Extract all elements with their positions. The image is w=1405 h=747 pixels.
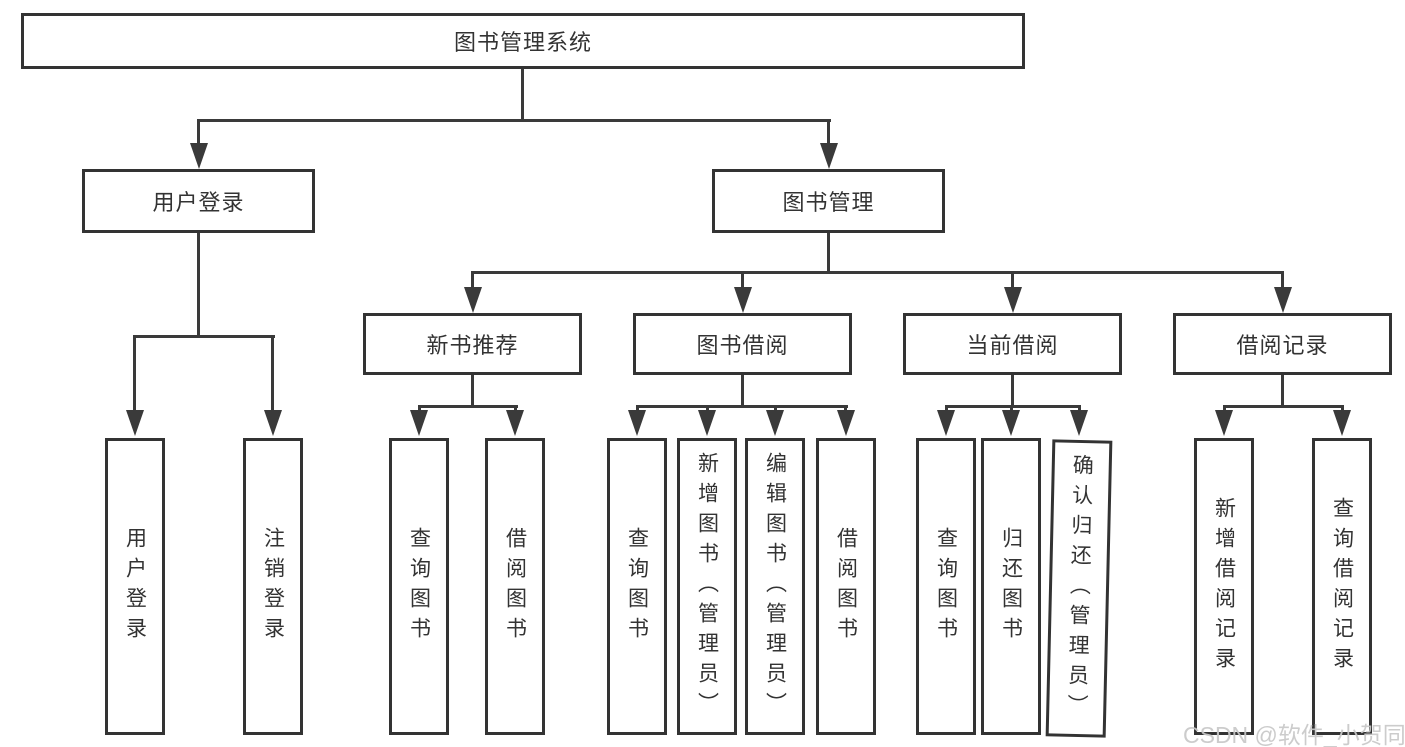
node-label-borrowing-records: 借阅记录 [1236,333,1329,358]
node-label-return-books: 归还图书 [999,526,1023,647]
connector-line [197,119,200,143]
connector-line [271,335,274,410]
connector-line [1010,405,1013,411]
arrow-down-icon [1070,410,1088,436]
node-box-return-books: 归还图书 [981,438,1041,735]
connector-line [471,271,1284,274]
connector-line [741,271,744,287]
arrow-down-icon [1002,410,1020,436]
arrow-down-icon [820,143,838,169]
connector-line [134,335,275,338]
arrow-down-icon [1215,410,1233,436]
node-label-add-borrow-record: 新增借阅记录 [1212,496,1236,677]
node-box-book-management: 图书管理 [712,169,945,233]
node-label-book-management: 图书管理 [782,190,875,215]
node-box-borrowing-records: 借阅记录 [1173,313,1392,375]
connector-line [945,405,948,411]
connector-line [197,119,831,122]
node-box-query-borrow-record: 查询借阅记录 [1312,438,1372,735]
node-label-library-system: 图书管理系统 [453,30,592,55]
node-label-add-books-admin: 新增图书（管理员） [695,451,719,722]
connector-line [1281,375,1284,408]
node-label-logout: 注销登录 [261,526,285,647]
connector-line [636,405,848,408]
connector-line [418,405,421,411]
node-box-query-books-borrowing: 查询图书 [607,438,667,735]
connector-line [741,375,744,408]
connector-line [471,375,474,408]
arrow-down-icon [190,143,208,169]
arrow-down-icon [734,287,752,313]
arrow-down-icon [837,410,855,436]
node-box-query-books-current: 查询图书 [916,438,976,735]
connector-line [1011,271,1014,287]
connector-line [827,233,830,274]
watermark-text: CSDN @软件_小贺同学 [1183,722,1405,747]
node-box-current-borrowing: 当前借阅 [903,313,1122,375]
connector-line [471,271,474,287]
node-label-new-book-recommend: 新书推荐 [426,333,519,358]
connector-line [706,405,709,411]
node-label-user-login-branch: 用户登录 [152,190,245,215]
node-box-add-books-admin: 新增图书（管理员） [677,438,737,735]
connector-line [1078,405,1081,411]
node-box-confirm-return-admin: 确认归还（管理员） [1045,439,1113,738]
connector-line [774,405,777,411]
node-box-library-system: 图书管理系统 [21,13,1025,69]
connector-line [514,405,517,411]
arrow-down-icon [264,410,282,436]
arrow-down-icon [506,410,524,436]
connector-line [521,69,524,122]
node-label-edit-books-admin: 编辑图书（管理员） [763,451,787,722]
node-box-book-borrowing: 图书借阅 [633,313,852,375]
connector-line [844,405,847,411]
arrow-down-icon [464,287,482,313]
arrow-down-icon [937,410,955,436]
arrow-down-icon [766,410,784,436]
node-box-user-login-branch: 用户登录 [82,169,315,233]
node-box-borrow-books-borrowing: 借阅图书 [816,438,876,735]
arrow-down-icon [698,410,716,436]
node-box-borrow-books-recommend: 借阅图书 [485,438,545,735]
node-label-book-borrowing: 图书借阅 [696,333,789,358]
connector-line [418,405,518,408]
connector-line [133,335,136,410]
connector-line [1223,405,1226,411]
node-label-borrow-books-recommend: 借阅图书 [503,526,527,647]
arrow-down-icon [410,410,428,436]
node-box-user-login-leaf: 用户登录 [105,438,165,735]
arrow-down-icon [126,410,144,436]
connector-line [1223,405,1344,408]
node-label-query-books-current: 查询图书 [934,526,958,647]
node-box-edit-books-admin: 编辑图书（管理员） [745,438,805,735]
node-label-current-borrowing: 当前借阅 [966,333,1059,358]
node-box-logout: 注销登录 [243,438,303,735]
connector-line [945,405,1081,408]
arrow-down-icon [628,410,646,436]
connector-line [1281,271,1284,287]
arrow-down-icon [1274,287,1292,313]
connector-line [827,119,830,143]
connector-line [197,233,200,337]
node-label-query-borrow-record: 查询借阅记录 [1330,496,1354,677]
node-label-query-books-borrowing: 查询图书 [625,526,649,647]
node-label-confirm-return-admin: 确认归还（管理员） [1064,453,1094,724]
node-label-borrow-books-borrowing: 借阅图书 [834,526,858,647]
node-label-user-login-leaf: 用户登录 [123,526,147,647]
connector-line [636,405,639,411]
node-label-query-books-recommend: 查询图书 [407,526,431,647]
node-box-query-books-recommend: 查询图书 [389,438,449,735]
node-box-new-book-recommend: 新书推荐 [363,313,582,375]
arrow-down-icon [1004,287,1022,313]
connector-line [1341,405,1344,411]
arrow-down-icon [1333,410,1351,436]
node-box-add-borrow-record: 新增借阅记录 [1194,438,1254,735]
connector-line [1011,375,1014,408]
